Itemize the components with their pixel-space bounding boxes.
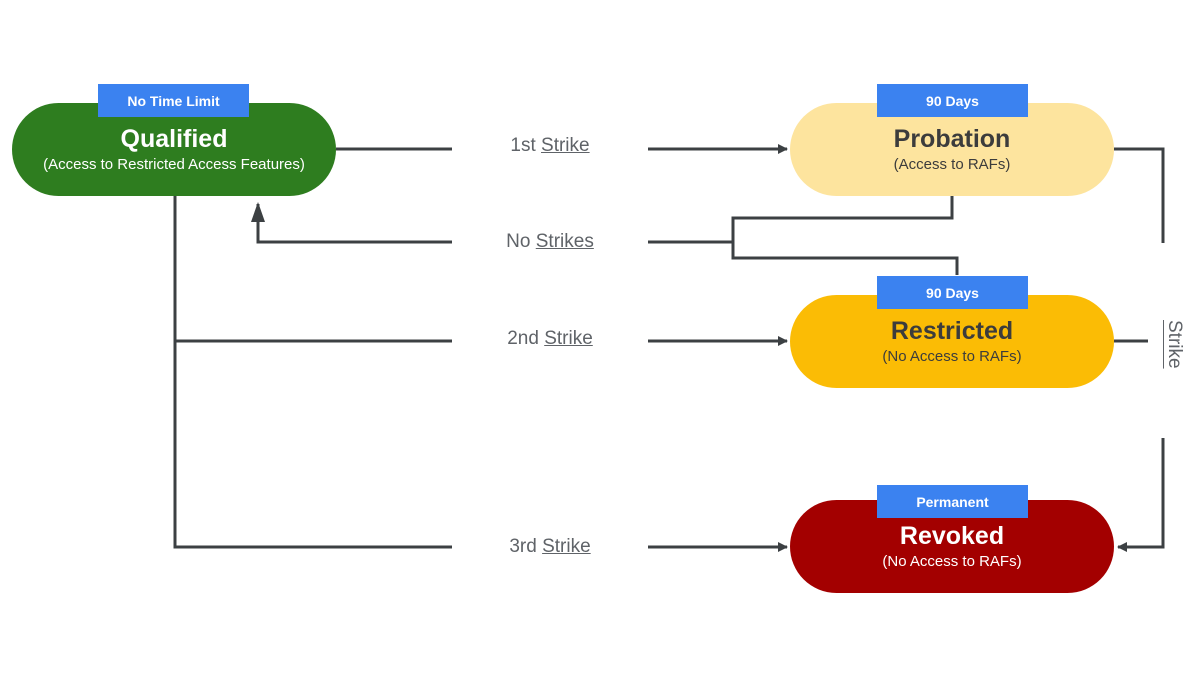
edge-label-first-strike: 1st Strike (510, 135, 589, 157)
edge-label-second-strike: 2nd Strike (507, 328, 593, 350)
edge-label-third-strike-prefix: 3rd (509, 536, 543, 557)
node-restricted-subtitle: (No Access to RAFs) (882, 347, 1022, 365)
edge-label-second-strike-word: Strike (544, 328, 593, 349)
node-qualified: Qualified (Access to Restricted Access F… (12, 103, 336, 196)
edge-label-first-strike-prefix: 1st (510, 135, 542, 156)
node-probation-subtitle: (Access to RAFs) (893, 155, 1011, 173)
edge-label-no-strikes-word: Strikes (535, 231, 594, 252)
edge-label-no-strikes: No Strikes (506, 231, 594, 253)
edge-side-strike-top (1114, 147, 1165, 243)
edge-label-no-strikes-prefix: No (506, 231, 536, 252)
edge-no-strikes-probation (731, 196, 959, 275)
edge-label-second-strike-prefix: 2nd (507, 328, 545, 349)
badge-qualified: No Time Limit (98, 84, 249, 117)
badge-revoked: Permanent (877, 485, 1028, 518)
edge-label-third-strike-word: Strike (542, 536, 591, 557)
node-probation-title: Probation (893, 124, 1011, 153)
badge-restricted: 90 Days (877, 276, 1028, 309)
node-restricted: Restricted (No Access to RAFs) (790, 295, 1114, 388)
edge-label-side-strike: Strike (1164, 320, 1185, 369)
node-qualified-title: Qualified (120, 124, 228, 153)
node-qualified-subtitle: (Access to Restricted Access Features) (43, 155, 305, 173)
badge-probation: 90 Days (877, 84, 1028, 117)
node-probation: Probation (Access to RAFs) (790, 103, 1114, 196)
node-revoked-title: Revoked (899, 521, 1005, 550)
edge-label-third-strike: 3rd Strike (509, 536, 590, 558)
node-revoked: Revoked (No Access to RAFs) (790, 500, 1114, 593)
edge-no-strikes-left (251, 202, 452, 244)
edge-qualified-trunk (173, 196, 452, 549)
node-revoked-subtitle: (No Access to RAFs) (882, 552, 1022, 570)
edge-label-first-strike-word: Strike (541, 135, 590, 156)
edge-side-strike-bottom (1117, 438, 1165, 552)
node-restricted-title: Restricted (890, 316, 1014, 345)
